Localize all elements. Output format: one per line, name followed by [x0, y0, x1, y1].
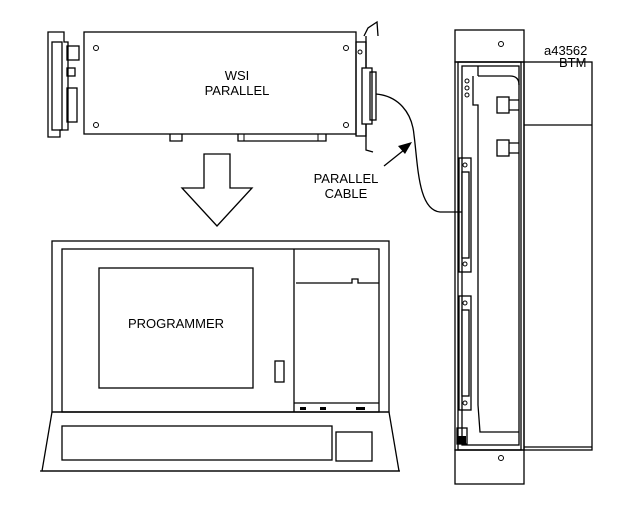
- wsi-label-line1: WSI: [224, 68, 250, 83]
- down-arrow: [180, 153, 254, 227]
- btm-label: BTM: [559, 55, 587, 70]
- parallel-cable: [375, 93, 462, 213]
- cable-label-line2: CABLE: [324, 186, 368, 201]
- cable-label-line1: PARALLEL: [313, 171, 379, 186]
- wsi-label-line2: PARALLEL: [204, 83, 270, 98]
- programmer-label: PROGRAMMER: [127, 316, 225, 331]
- figure-id: a43562: [544, 43, 588, 58]
- programmer-computer: [40, 240, 400, 472]
- btm-module: [454, 29, 593, 485]
- wsi-parallel-card: [47, 20, 379, 153]
